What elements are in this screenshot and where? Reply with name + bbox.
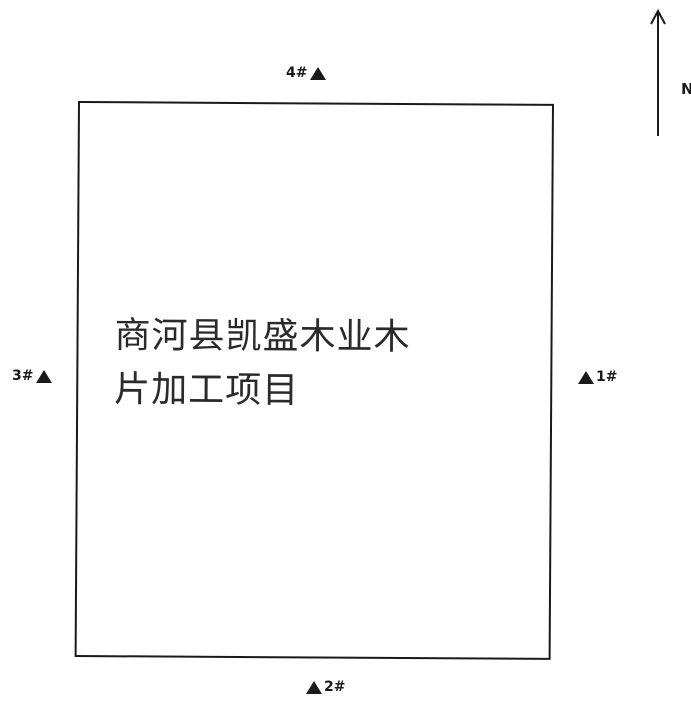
- triangle-marker-icon: [578, 370, 594, 384]
- site-boundary: 商河县凯盛木业木 片加工项目: [74, 101, 554, 660]
- monitoring-point-2-label: 2#: [324, 679, 346, 695]
- monitoring-point-3-label: 3#: [12, 368, 34, 384]
- monitoring-point-2: 2#: [306, 680, 345, 694]
- triangle-marker-icon: [306, 680, 322, 694]
- triangle-marker-icon: [36, 369, 53, 383]
- monitoring-point-3: 3#: [12, 368, 53, 384]
- triangle-marker-icon: [310, 66, 327, 80]
- monitoring-point-4: 4#: [286, 65, 327, 81]
- north-arrow-icon: [650, 8, 666, 136]
- north-label: N: [681, 80, 691, 98]
- monitoring-point-4-label: 4#: [286, 65, 308, 81]
- north-indicator: N: [648, 8, 691, 138]
- project-name-line-2: 片加工项目: [114, 369, 300, 412]
- monitoring-point-1-label: 1#: [596, 369, 618, 385]
- project-name: 商河县凯盛木业木 片加工项目: [114, 309, 495, 419]
- project-name-line-1: 商河县凯盛木业木: [114, 315, 411, 359]
- monitoring-point-1: 1#: [578, 370, 617, 384]
